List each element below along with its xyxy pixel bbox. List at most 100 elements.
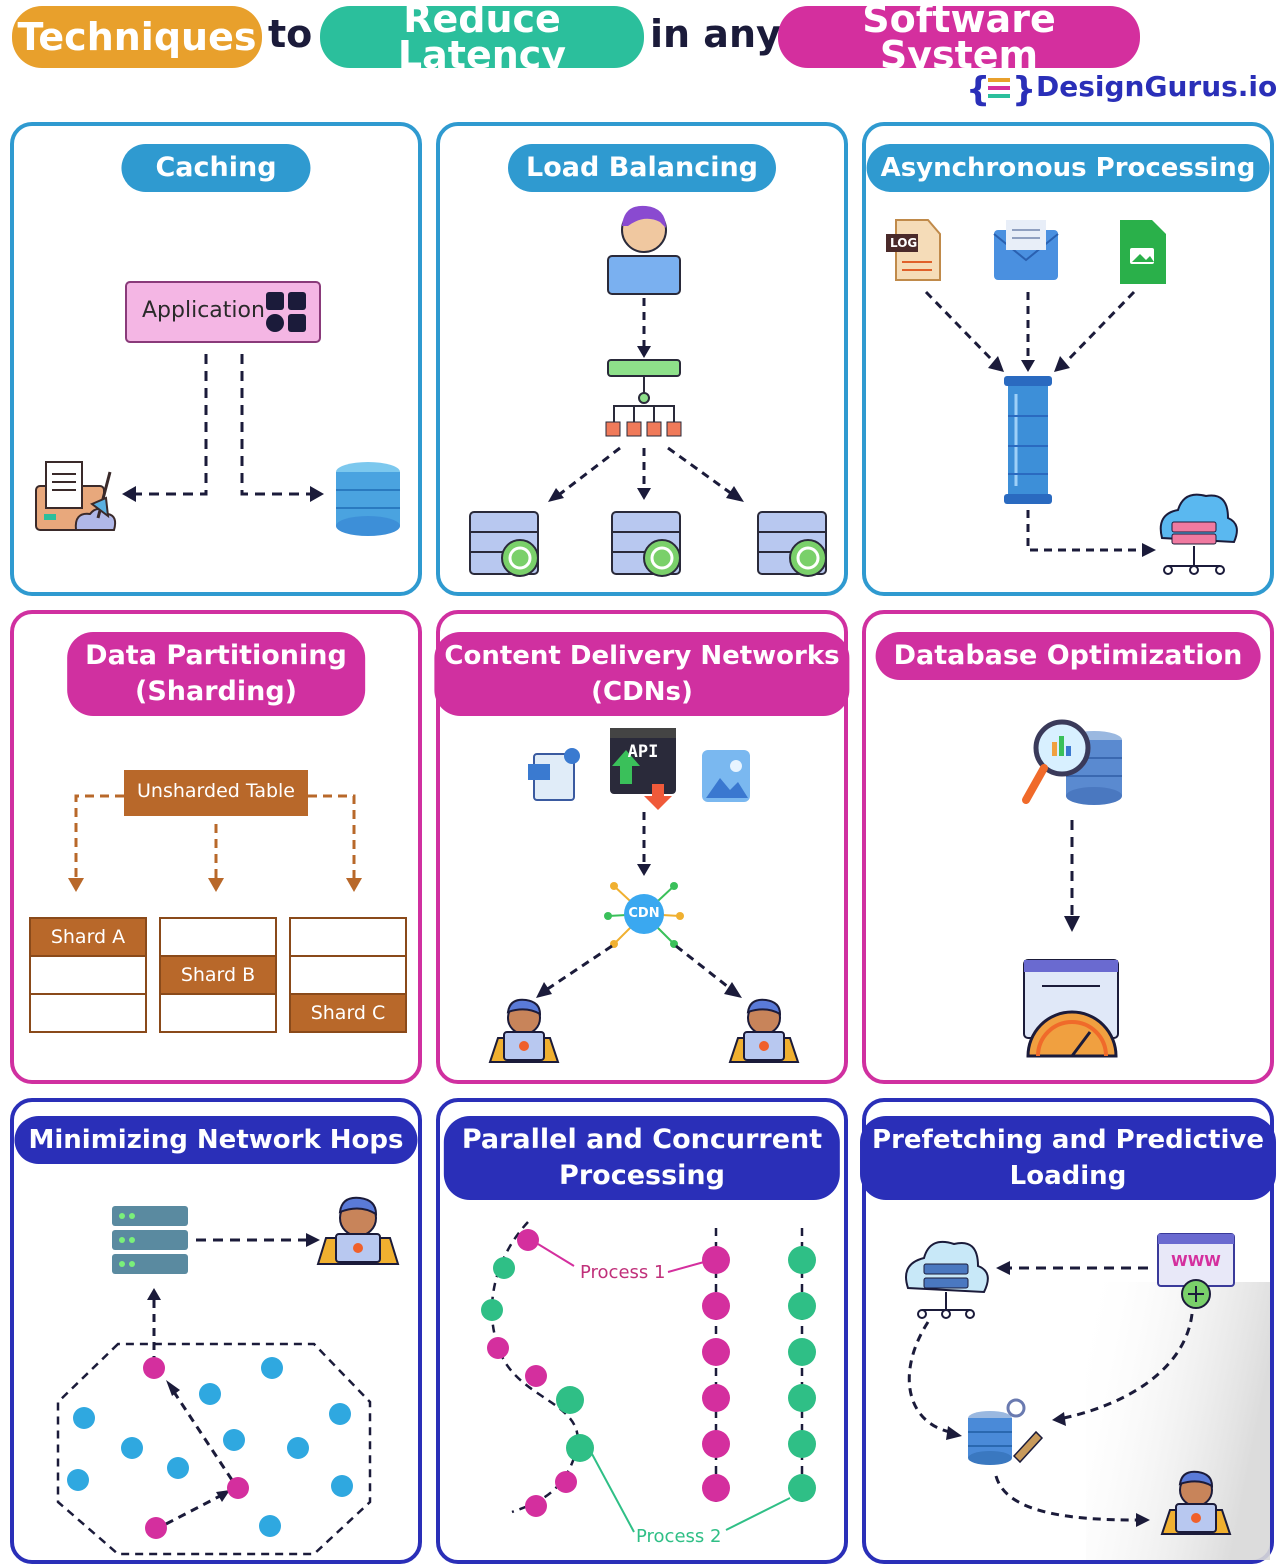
- caching-title: Caching: [155, 152, 277, 183]
- log-label: LOG: [890, 236, 918, 250]
- load-balancing-title-pill: Load Balancing: [507, 144, 777, 192]
- brand-logo: { } DesignGurus.io: [966, 68, 1277, 112]
- network-hops-title-pill: Minimizing Network Hops: [14, 1116, 418, 1164]
- process-chain-2: [702, 1246, 730, 1502]
- title-reduce-latency: Reduce Latency: [397, 0, 567, 77]
- shard-table-b: [159, 917, 277, 1033]
- process-chain-1: [481, 1229, 594, 1517]
- db-opt-title: Database Optimization: [893, 640, 1243, 671]
- unsharded-table-label: Unsharded Table: [137, 780, 295, 802]
- server-icon-1: [469, 511, 539, 577]
- panel-cdn: Content Delivery Networks (CDNs) API CDN: [434, 610, 850, 1084]
- panel-async: LOG Asynchronous Processing: [862, 122, 1274, 596]
- db-opt-title-pill: Database Optimization: [875, 632, 1261, 680]
- application-label: Application: [142, 298, 265, 323]
- title-software-system: Software System: [862, 0, 1056, 77]
- document-code-icon: [528, 748, 580, 801]
- log-file-icon: [886, 219, 941, 281]
- server-rack-icon: [112, 1206, 188, 1274]
- user-laptop-icon-left: [488, 998, 560, 1063]
- cdn-label: CDN: [628, 906, 660, 921]
- cdn-hub-icon: [604, 882, 684, 948]
- panel-network-hops: Minimizing Network Hops: [10, 1098, 422, 1564]
- shard-table-a: [29, 917, 147, 1033]
- mail-icon: [993, 220, 1059, 280]
- async-title-pill: Asynchronous Processing: [866, 144, 1270, 192]
- app-grid-icon: [266, 292, 306, 332]
- shard-table-c: [289, 917, 407, 1033]
- prefetch-title-line2: Loading: [1009, 1161, 1127, 1191]
- caching-title-pill: Caching: [121, 144, 311, 192]
- web-page-icon: [1157, 1233, 1235, 1309]
- load-balancing-diagram: [469, 205, 827, 577]
- prefetch-title-pill: Prefetching and Predictive Loading: [860, 1116, 1276, 1200]
- database-icon: [336, 462, 400, 536]
- title-pill-techniques: Techniques: [12, 6, 262, 68]
- network-nodes: [67, 1357, 353, 1539]
- title-techniques: Techniques: [17, 15, 257, 59]
- svg-text:{: {: [966, 70, 990, 110]
- title-to: to: [268, 12, 313, 56]
- queue-icon: [1004, 376, 1052, 504]
- panel-prefetch: Prefetching and Predictive Loading WWW: [860, 1098, 1276, 1564]
- server-icon-3: [757, 511, 827, 577]
- cdn-title-pill: Content Delivery Networks (CDNs): [434, 632, 850, 716]
- load-balancing-title: Load Balancing: [525, 152, 759, 183]
- db-search-icon: [1022, 719, 1122, 805]
- async-title: Asynchronous Processing: [880, 153, 1256, 183]
- unsharded-table-box: [124, 770, 308, 816]
- panel-sharding: Data Partitioning (Sharding) Unsharded T…: [10, 610, 422, 1084]
- cache-folder-icon: [35, 461, 117, 531]
- api-icon: [610, 728, 676, 810]
- cdn-title-line2: (CDNs): [591, 677, 693, 707]
- network-hops-diagram: [56, 1196, 400, 1556]
- title-in-any: in any: [650, 12, 781, 56]
- image-file-icon: [1120, 220, 1166, 284]
- sharding-diagram: [29, 770, 407, 1033]
- dashboard-speed-icon: [1023, 959, 1119, 1058]
- cloud-server-icon: [1159, 493, 1238, 575]
- brand-logo-icon: { }: [966, 70, 1036, 110]
- user-laptop-icon-right: [728, 998, 800, 1063]
- process-2-label: Process 2: [636, 1526, 722, 1547]
- parallel-title-line1: Parallel and Concurrent: [461, 1124, 823, 1155]
- load-balancer-icon: [605, 359, 682, 437]
- network-hops-title: Minimizing Network Hops: [28, 1125, 404, 1155]
- server-icon-2: [611, 511, 681, 577]
- shard-a-label: Shard A: [50, 926, 126, 948]
- prefetch-title-line1: Prefetching and Predictive: [872, 1125, 1264, 1155]
- cloud-server-icon: [905, 1240, 989, 1319]
- user-laptop-icon: [607, 205, 681, 295]
- www-label: WWW: [1171, 1252, 1221, 1270]
- db-opt-diagram: [1022, 719, 1122, 1058]
- sharding-title-pill: Data Partitioning (Sharding): [67, 632, 365, 716]
- async-diagram: [886, 219, 1238, 575]
- parallel-diagram: [481, 1221, 816, 1533]
- caching-diagram: [35, 281, 400, 536]
- user-laptop-icon: [316, 1196, 400, 1265]
- cdn-title-line1: Content Delivery Networks: [444, 641, 840, 671]
- cdn-diagram: [488, 728, 800, 1063]
- image-icon: [702, 750, 750, 802]
- shard-c-label: Shard C: [310, 1002, 386, 1024]
- parallel-title-pill: Parallel and Concurrent Processing: [443, 1116, 841, 1200]
- panel-caching: Caching Application: [10, 122, 422, 596]
- process-chain-3: [788, 1246, 816, 1502]
- user-laptop-icon: [1160, 1470, 1232, 1535]
- title-pill-reduce-latency: Reduce Latency: [320, 0, 644, 74]
- brand-name: DesignGurus.io: [1036, 70, 1278, 103]
- db-clean-icon: [968, 1398, 1044, 1465]
- panel-parallel: Parallel and Concurrent Processing Proce…: [436, 1098, 848, 1564]
- panel-db-opt: Database Optimization: [862, 610, 1274, 1084]
- shard-b-label: Shard B: [180, 964, 256, 986]
- process-1-label: Process 1: [580, 1262, 666, 1283]
- sharding-title-line2: (Sharding): [134, 676, 297, 707]
- parallel-title-line2: Processing: [559, 1160, 725, 1191]
- title-pill-software-system: Software System: [778, 0, 1140, 74]
- svg-text:}: }: [1012, 70, 1036, 110]
- prefetch-diagram: [905, 1233, 1270, 1560]
- sharding-title-line1: Data Partitioning: [85, 640, 347, 671]
- panel-load-balancing: Load Balancing: [436, 122, 848, 596]
- api-label: API: [627, 742, 659, 762]
- network-boundary: [56, 1342, 372, 1556]
